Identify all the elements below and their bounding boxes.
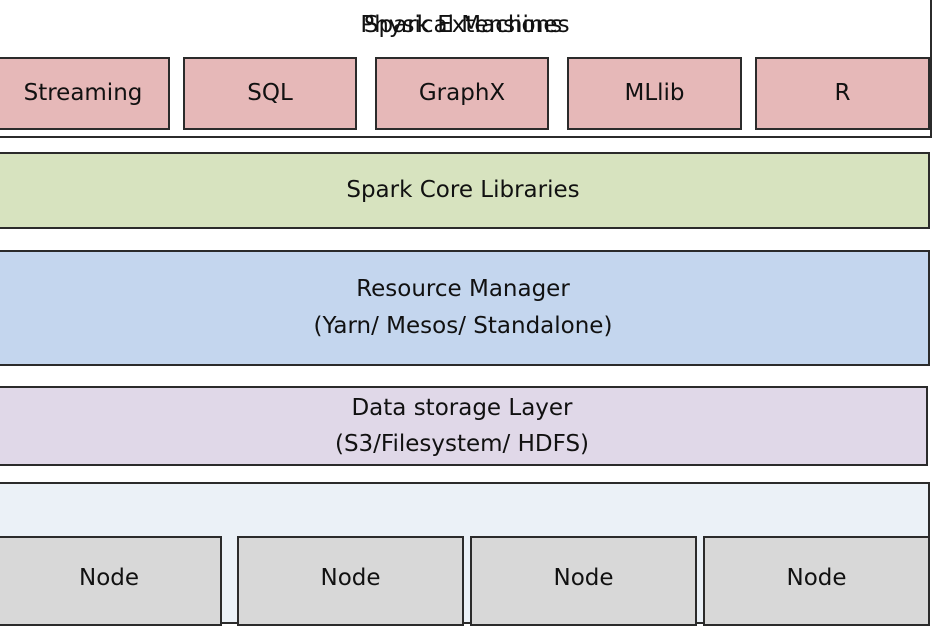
node-label: Node	[786, 565, 847, 591]
spark-extensions-title: Spark Extensions	[363, 12, 563, 38]
extension-label: SQL	[247, 80, 293, 106]
extension-label: MLlib	[624, 80, 685, 106]
data-storage-options: (S3/Filesystem/ HDFS)	[334, 431, 590, 457]
node-box: Node	[237, 536, 464, 626]
node-box: Node	[0, 536, 222, 626]
extension-sql: SQL	[183, 57, 357, 130]
extension-r: R	[755, 57, 930, 130]
extension-label: GraphX	[418, 80, 506, 106]
data-storage-title: Data storage Layer	[351, 395, 573, 421]
resource-manager-layer: Resource Manager (Yarn/ Mesos/ Standalon…	[0, 250, 930, 366]
node-box: Node	[703, 536, 930, 626]
extension-streaming: Streaming	[0, 57, 170, 130]
node-label: Node	[78, 565, 140, 591]
spark-core-libraries-layer: Spark Core Libraries	[0, 152, 930, 229]
extension-mllib: MLlib	[567, 57, 742, 130]
extension-label: R	[834, 80, 851, 106]
resource-manager-title: Resource Manager	[356, 276, 570, 302]
extension-graphx: GraphX	[375, 57, 549, 130]
node-box: Node	[470, 536, 697, 626]
resource-manager-options: (Yarn/ Mesos/ Standalone)	[313, 313, 613, 339]
node-label: Node	[320, 565, 381, 591]
node-label: Node	[553, 565, 614, 591]
physical-machines-title: Physical Machines	[360, 12, 570, 38]
extension-label: Streaming	[23, 80, 143, 106]
core-label: Spark Core Libraries	[346, 177, 580, 203]
data-storage-layer: Data storage Layer (S3/Filesystem/ HDFS)	[0, 386, 928, 466]
